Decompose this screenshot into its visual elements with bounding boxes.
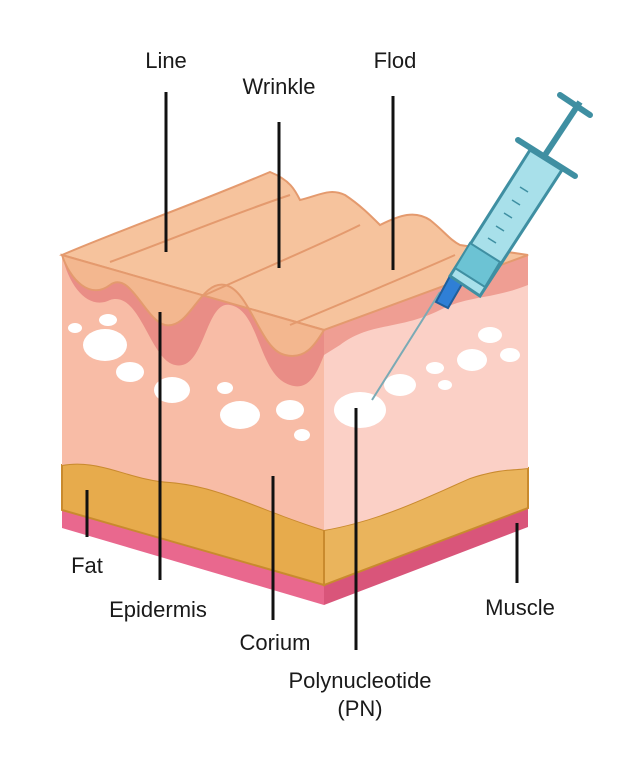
syringe-icon — [371, 92, 593, 401]
ridge-line-3 — [289, 254, 456, 326]
label-fold: Flod — [373, 48, 417, 73]
label-pn-line1: Polynucleotide — [288, 668, 432, 693]
label-muscle: Muscle — [485, 595, 555, 620]
label-fat: Fat — [71, 553, 103, 578]
ridge-line-2 — [204, 224, 361, 296]
dermis-cells — [68, 314, 520, 441]
label-epidermis: Epidermis — [109, 597, 207, 622]
skin-surface-top — [59, 170, 529, 332]
muscle-layer-front — [62, 510, 324, 605]
muscle-layer-side — [324, 508, 528, 605]
skin-surface-front — [60, 253, 326, 357]
label-line: Line — [145, 48, 187, 73]
ridge-line-1 — [109, 194, 291, 263]
label-corium: Corium — [239, 630, 311, 655]
leader-lines — [85, 92, 519, 650]
label-wrinkle: Wrinkle — [242, 74, 316, 99]
label-pn-line2: (PN) — [337, 696, 383, 721]
